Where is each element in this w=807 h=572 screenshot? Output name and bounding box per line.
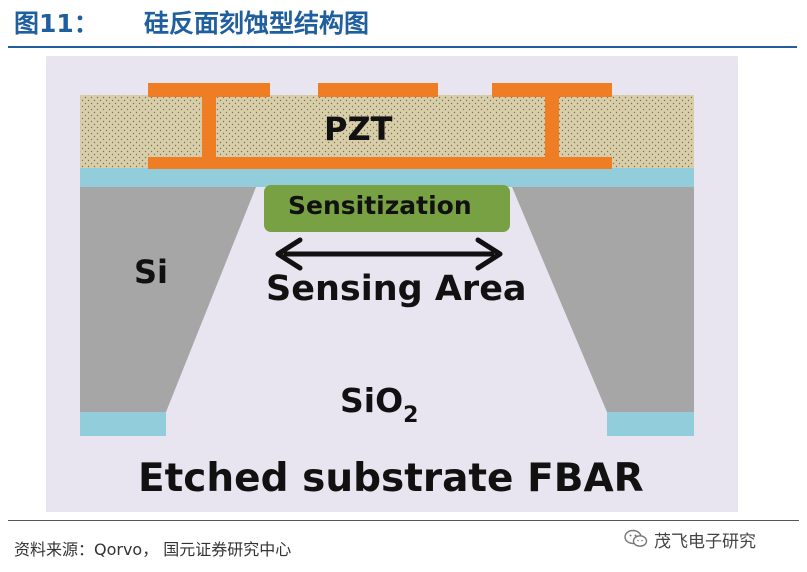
sensing-area-label: Sensing Area — [266, 269, 527, 309]
watermark-text: 茂飞电子研究 — [654, 531, 756, 552]
sensitization-label: Sensitization — [288, 191, 472, 220]
sio2-label-base: SiO — [340, 381, 404, 420]
figure-title: 图11： 硅反面刻蚀型结构图 — [14, 4, 369, 44]
via-right — [545, 97, 559, 157]
sensing-area-arrow — [275, 237, 503, 271]
top-electrode-left — [148, 83, 270, 97]
title-divider — [8, 46, 797, 48]
sensitization-layer — [264, 185, 510, 232]
si-substrate-left — [80, 187, 256, 412]
sio2-label: SiO2 — [340, 381, 418, 427]
pzt-layer — [80, 95, 694, 168]
si-label: Si — [134, 253, 169, 291]
figure-title-text: 硅反面刻蚀型结构图 — [144, 9, 370, 38]
wechat-icon — [624, 529, 648, 547]
footer-divider — [8, 520, 799, 521]
figure-number: 图11： — [14, 9, 99, 38]
pzt-label: PZT — [324, 110, 393, 148]
diagram-caption: Etched substrate FBAR — [138, 456, 644, 501]
si-substrate-right — [512, 187, 694, 412]
sio2-bottom-pad-right — [607, 412, 694, 436]
top-electrode-right — [492, 83, 612, 97]
sio2-top-layer — [80, 168, 694, 187]
electrode-structure — [148, 83, 612, 169]
bottom-electrode — [148, 157, 612, 169]
via-left — [202, 97, 216, 157]
top-electrode-middle — [318, 83, 438, 97]
source-note: 资料来源：Qorvo， 国元证券研究中心 — [14, 540, 292, 559]
watermark: 茂飞电子研究 — [624, 526, 756, 552]
sio2-label-subscript: 2 — [403, 403, 419, 428]
sio2-bottom-pad-left — [80, 412, 166, 436]
